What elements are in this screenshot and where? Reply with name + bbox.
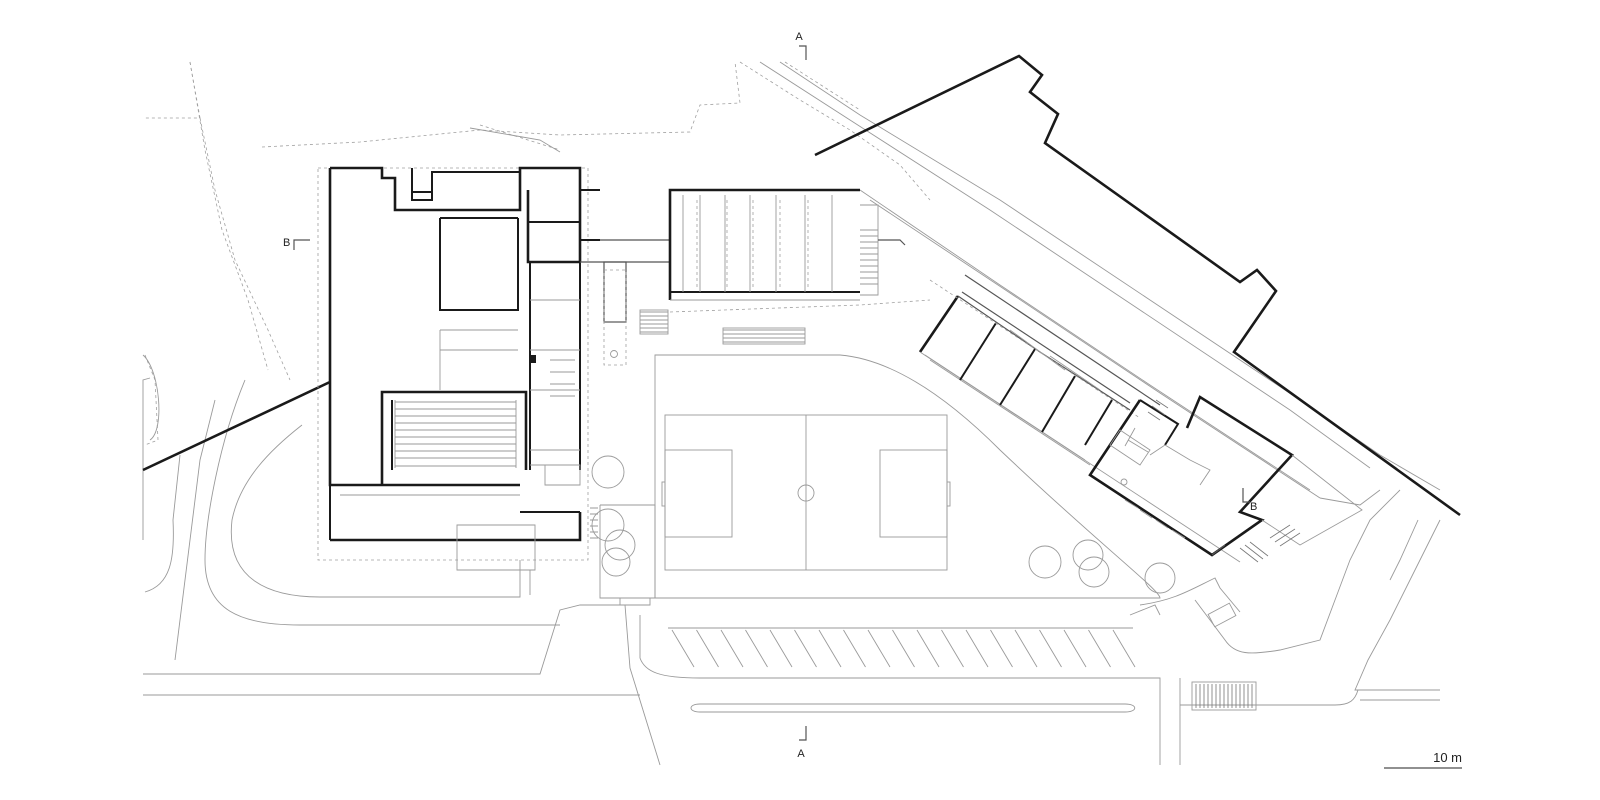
section-marker-b-left: B	[283, 237, 310, 250]
neighbor-building-outline	[814, 54, 1461, 517]
classroom-wing	[918, 274, 1363, 563]
svg-text:B: B	[1250, 501, 1257, 513]
section-marker-a-bottom: A	[797, 726, 807, 760]
sports-field	[599, 354, 1161, 606]
terrain-context	[142, 61, 1441, 766]
section-marker-b-right: B	[1242, 488, 1257, 513]
svg-text:B: B	[283, 237, 290, 249]
outdoor-stairs	[1191, 681, 1257, 711]
parking-stalls	[671, 629, 1136, 668]
svg-text:10 m: 10 m	[1433, 750, 1462, 765]
scale-bar: 10 m	[1384, 750, 1462, 769]
svg-text:A: A	[795, 31, 803, 43]
auditorium-seating	[394, 400, 517, 468]
small-structure	[1207, 602, 1237, 628]
trees	[591, 455, 1176, 594]
section-marker-a-top: A	[795, 31, 807, 60]
main-building	[317, 166, 670, 595]
site-boundary-line	[142, 380, 331, 472]
sports-hall	[668, 188, 931, 345]
svg-text:A: A	[797, 748, 805, 760]
